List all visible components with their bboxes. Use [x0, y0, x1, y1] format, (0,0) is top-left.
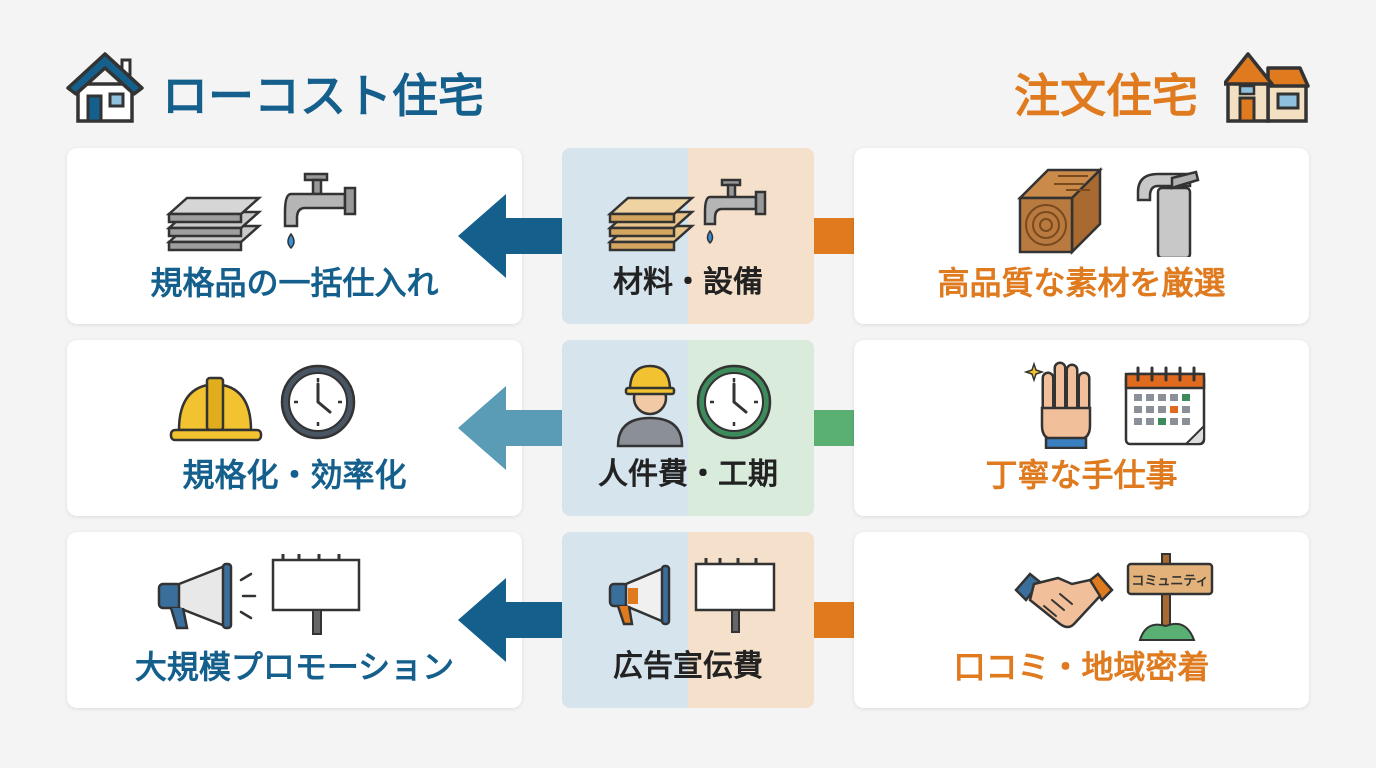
clock-icon: [280, 364, 356, 440]
mixer-faucet-icon: [1136, 170, 1200, 257]
low-cost-house-icon: [66, 50, 144, 128]
worker-icon: [616, 364, 684, 448]
promotion-icons: [157, 554, 361, 635]
bulk-purchase-label: 規格品の一括仕入れ: [150, 264, 439, 302]
standardization-label: 規格化・効率化: [182, 456, 407, 494]
low-cost-housing-title: ローコスト住宅: [162, 69, 484, 123]
billboard-icon: [694, 558, 776, 633]
large-promotion-card: 大規模プロモーション: [67, 532, 522, 708]
community-sign-text: コミュニティ: [1131, 574, 1208, 589]
hand-icon: [1023, 361, 1092, 449]
calendar-icon: [1124, 366, 1206, 446]
craftsmanship-card: 丁寧な手仕事: [854, 340, 1309, 516]
word-of-mouth-label: 口コミ・地域密着: [953, 648, 1210, 686]
premium-materials-card: 高品質な素材を厳選: [854, 148, 1309, 324]
custom-house-icon: [1222, 50, 1310, 128]
materials-icons: [606, 178, 767, 252]
megaphone-icon: [157, 562, 257, 630]
advertising-icons: [608, 558, 776, 633]
bulk-purchase-card: 規格品の一括仕入れ: [67, 148, 522, 324]
left-arrow-blue: [458, 194, 562, 278]
custom-housing-title: 注文住宅: [1014, 69, 1198, 123]
faucet-icon: [703, 178, 767, 245]
labor-schedule-label: 人件費・工期: [598, 457, 778, 492]
community-sign-icon: コミュニティ: [1126, 553, 1214, 641]
left-arrow-teal: [458, 386, 562, 470]
materials-equipment-label: 材料・設備: [613, 265, 763, 300]
premium-materials-icons: [1016, 166, 1200, 257]
craftsmanship-label: 丁寧な手仕事: [985, 456, 1178, 494]
clock-icon: [696, 364, 772, 440]
materials-equipment-category: 材料・設備: [562, 148, 814, 324]
stacked-panels-icon: [165, 196, 263, 252]
community-icons: コミュニティ: [1014, 553, 1214, 641]
advertising-category: 広告宣伝費: [562, 532, 814, 708]
lumber-planks-icon: [606, 196, 696, 252]
left-arrow-blue: [458, 578, 562, 662]
advertising-label: 広告宣伝費: [613, 649, 763, 684]
large-promotion-label: 大規模プロモーション: [134, 648, 455, 686]
word-of-mouth-card: コミュニティ 口コミ・地域密着: [854, 532, 1309, 708]
megaphone-icon: [608, 564, 671, 626]
faucet-icon: [283, 172, 357, 250]
craftsmanship-icons: [1023, 361, 1206, 449]
handshake-icon: [1014, 572, 1114, 629]
efficiency-icons: [169, 364, 356, 442]
bulk-materials-icons: [165, 172, 357, 252]
hard-hat-icon: [169, 376, 263, 442]
premium-materials-label: 高品質な素材を厳選: [937, 264, 1226, 302]
billboard-icon: [271, 554, 361, 635]
standardization-card: 規格化・効率化: [67, 340, 522, 516]
labor-icons: [616, 364, 772, 448]
wood-beam-icon: [1016, 166, 1104, 256]
labor-schedule-category: 人件費・工期: [562, 340, 814, 516]
